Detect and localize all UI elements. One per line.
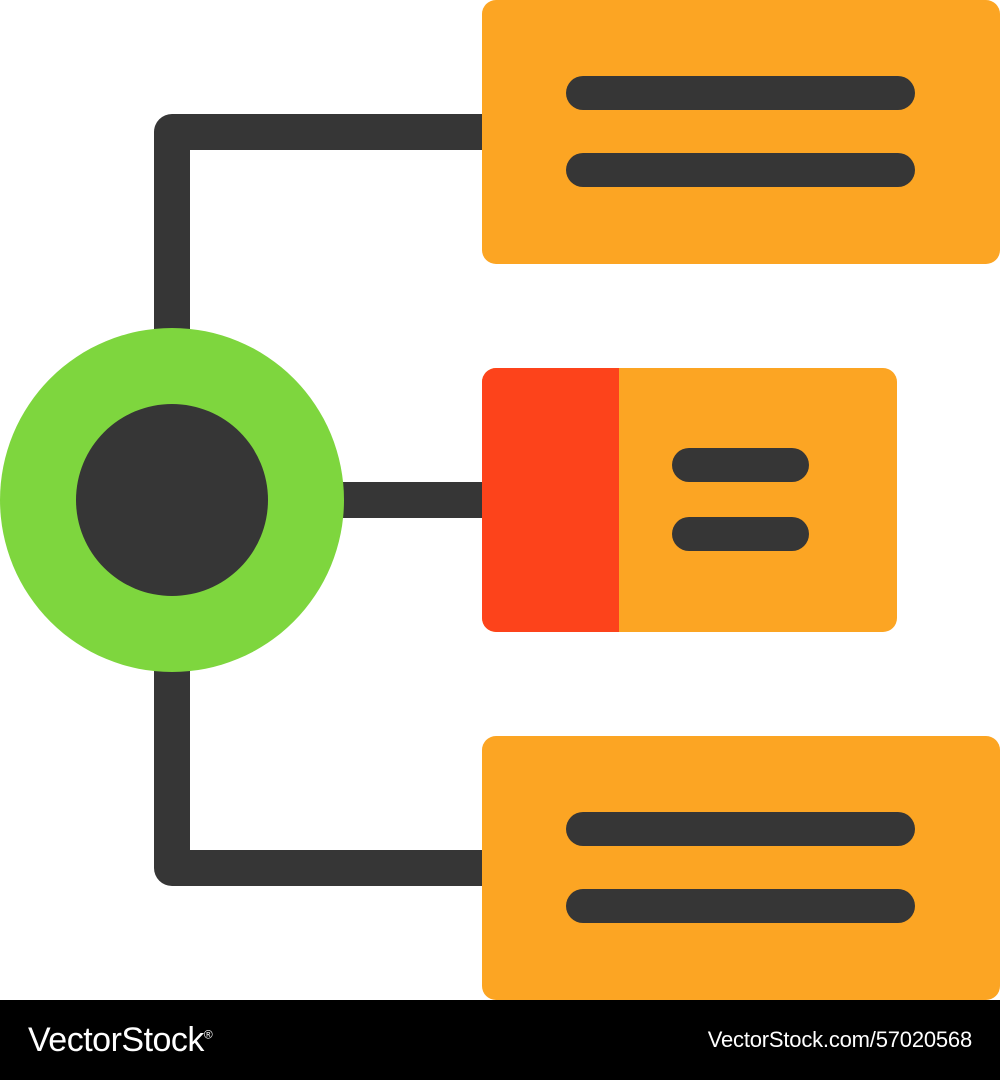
root-node-core bbox=[76, 404, 268, 596]
card-top-body bbox=[482, 0, 1000, 264]
text-lines-icon bbox=[566, 76, 915, 187]
vectorstock-logo: VectorStock® bbox=[28, 1020, 213, 1060]
card-bottom-body bbox=[482, 736, 1000, 1000]
text-lines-icon bbox=[566, 812, 915, 923]
hierarchy-diagram bbox=[0, 0, 1000, 1000]
card-top bbox=[482, 0, 1000, 264]
card-middle bbox=[482, 368, 897, 632]
registered-mark: ® bbox=[203, 1027, 213, 1042]
card-middle-accent bbox=[482, 368, 619, 632]
hub-circle-icon bbox=[0, 328, 344, 672]
connector-top bbox=[154, 114, 490, 340]
text-lines-icon bbox=[672, 448, 809, 551]
image-id-label: VectorStock.com/57020568 bbox=[707, 1027, 972, 1052]
card-bottom bbox=[482, 736, 1000, 1000]
watermark-footer: VectorStock® VectorStock.com/57020568 bbox=[0, 1000, 1000, 1080]
vectorstock-logo-text: VectorStock bbox=[28, 1020, 204, 1059]
connector-bottom bbox=[154, 660, 490, 886]
